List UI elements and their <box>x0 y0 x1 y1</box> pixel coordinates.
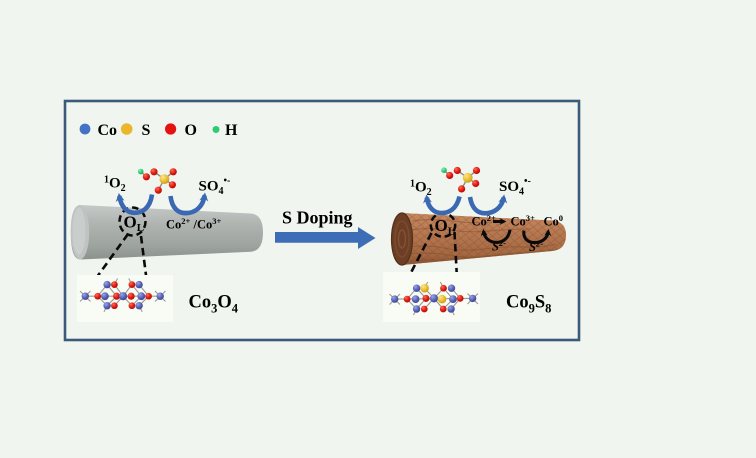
svg-text:Co9S8: Co9S8 <box>506 293 551 316</box>
svg-text:1O2: 1O2 <box>104 175 126 195</box>
svg-text:S Doping: S Doping <box>282 208 353 228</box>
svg-text:1O2: 1O2 <box>410 178 432 198</box>
svg-text:S: S <box>142 122 151 139</box>
svg-text:Co3O4: Co3O4 <box>189 293 239 316</box>
svg-text:Co2+ /Co3+: Co2+ /Co3+ <box>166 216 222 232</box>
svg-text:Co0: Co0 <box>544 213 564 229</box>
svg-text:Co: Co <box>98 122 118 139</box>
svg-text:H: H <box>225 122 238 139</box>
svg-text:O: O <box>185 122 197 139</box>
